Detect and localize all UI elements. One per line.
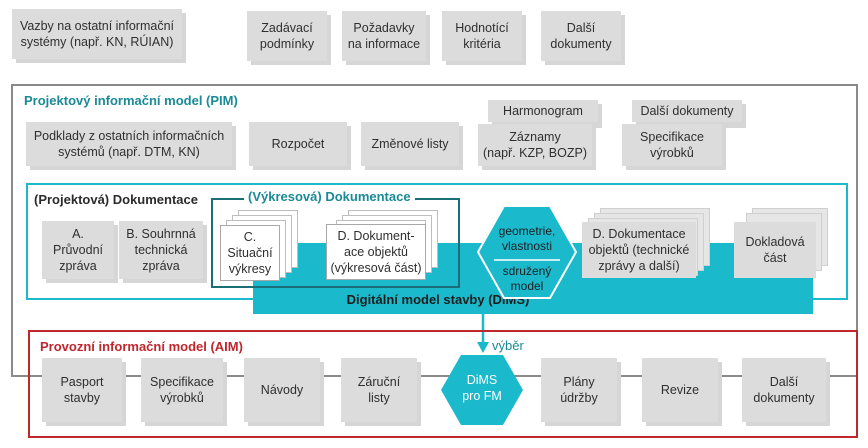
aim-title: Provozní informační model (AIM) [40,339,243,354]
dokumentace-title: (Projektová) Dokumentace [34,192,198,207]
aim-item-revize: Revize [642,358,718,422]
dalsi-dokumenty-top-box: Další dokumenty [541,11,621,61]
pim-title: Projektový informační model (PIM) [24,93,238,108]
hexagon-top-text: geometrie, vlastnosti [498,224,556,253]
podklady-box: Podklady z ostatních informačních systém… [26,122,232,166]
dokumentace-objektu-textova-box: D. Dokumentace objektů (technické zprávy… [582,222,696,278]
dalsi-dokumenty-pim-box: Další dokumenty [632,100,742,122]
hexagon-bottom-text: sdružený model [502,264,552,293]
pim-frame [11,84,858,377]
harmonogram-box: Harmonogram [488,100,598,122]
dims-pro-fm-hexagon [441,355,523,425]
hodnotici-kriteria-box: Hodnotící kritéria [442,11,522,61]
aim-item-zarucni: Záruční listy [341,358,417,422]
situacni-vykresy-box: C. Situační výkresy [220,225,280,281]
aim-item-pasport: Pasport stavby [42,358,122,422]
pruvodni-zprava-box: A. Průvodní zpráva [42,221,114,279]
aim-item-dims-pro-fm: DiMS pro FM [462,373,502,404]
pozadavky-box: Požadavky na informace [342,11,426,61]
dokumentace-objektu-vykresova-box: D. Dokument- ace objektů (výkresová část… [326,224,426,280]
zaznamy-box: Záznamy (např. KZP, BOZP) [478,124,592,166]
zadavaci-podminky-box: Zadávací podmínky [247,11,327,61]
vykresova-title: (Výkresová) Dokumentace [244,189,415,204]
souhrnna-zprava-box: B. Souhrnná technická zpráva [119,221,203,279]
vyber-label: výběr [492,338,524,353]
aim-frame [28,330,858,438]
aim-item-navody: Návody [244,358,320,422]
dims-label: Digitální model stavby (DiMS) [346,292,530,307]
vazby-box: Vazby na ostatní informační systémy (nap… [12,9,182,59]
rozpocet-box: Rozpočet [249,122,347,166]
aim-item-plany: Plány údržby [541,358,617,422]
aim-item-dalsi-dokumenty: Další dokumenty [742,358,826,422]
aim-item-specifikace: Specifikace výrobků [141,358,223,422]
sdruzeny-model-hexagon [476,205,578,299]
specifikace-pim-box: Specifikace výrobků [622,124,722,166]
zmenove-listy-box: Změnové listy [361,122,459,166]
dokladova-cast-box: Dokladová část [734,222,816,278]
